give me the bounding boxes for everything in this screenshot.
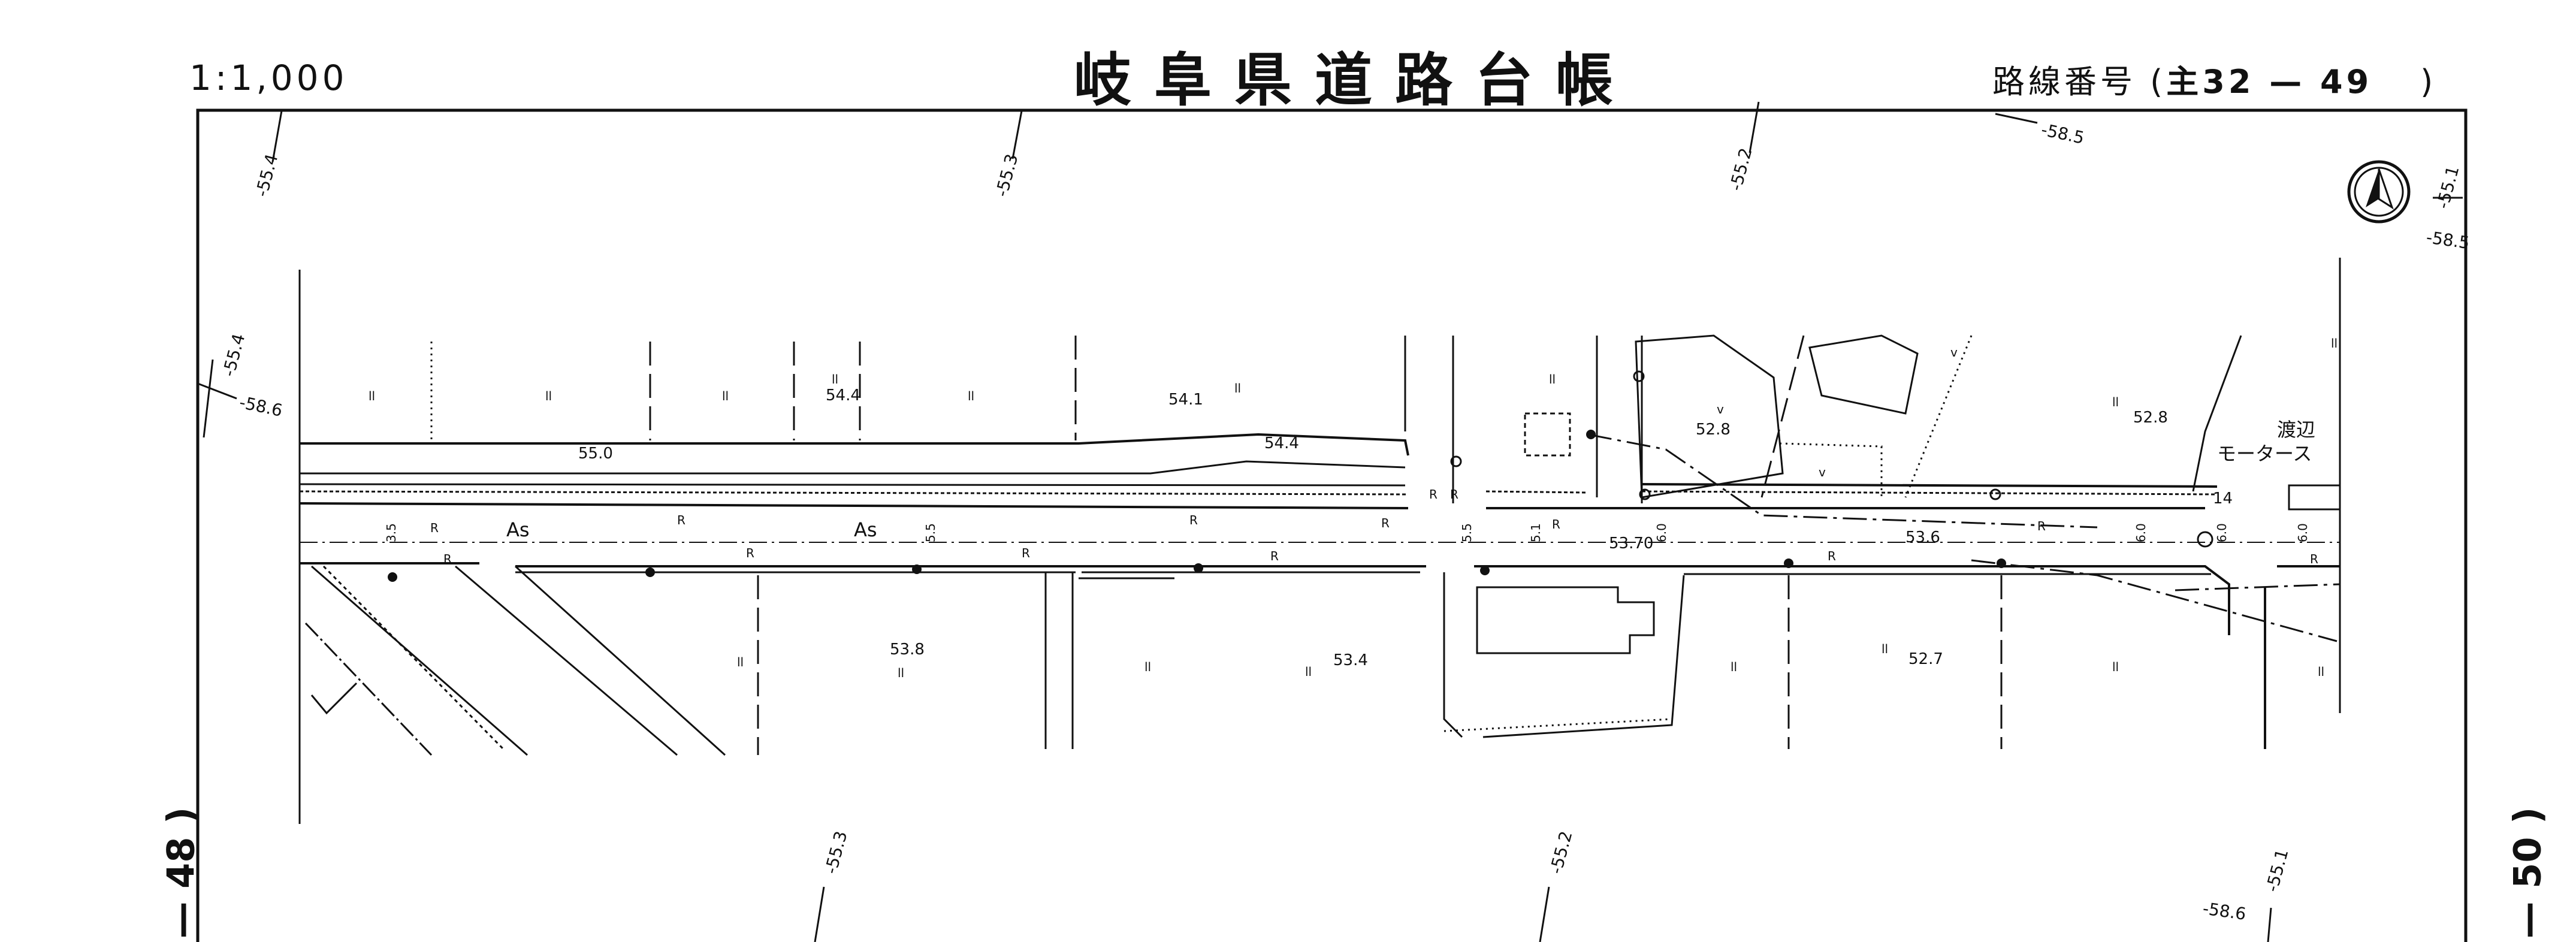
spot-height: 54.1 [1168,391,1203,409]
curb-mark: R [677,513,685,527]
dotted-boundaries [430,335,1973,732]
land-use-mark: v [1950,345,1958,360]
spot-height: 53.4 [1333,651,1368,669]
spot-height: 55.0 [578,445,613,463]
spot-height: 53.8 [890,641,925,659]
road-north-edges [299,433,2218,509]
road-width: 6.0 [1654,523,1669,542]
curb-mark: R [1381,516,1390,530]
map-scale: 1:1,000 [189,58,348,98]
land-use-mark: ll [722,389,729,403]
diagonal-ramps [304,565,726,756]
land-use-mark: ll [1234,381,1241,395]
spot-height: 54.4 [826,387,860,404]
contour-label: -55.2 [1726,146,1756,193]
land-use-mark: ll [1731,660,1737,674]
spot-height: 53.70 [1609,535,1653,552]
utility-points [388,430,2006,582]
spot-height: 52.8 [1696,421,1731,439]
parcel-boundaries [649,335,2003,755]
land-use-mark: ll [2112,660,2119,674]
land-use-mark: ll [2331,336,2338,351]
land-use-mark: v [1819,465,1826,479]
land-use-mark: ll [1549,372,1556,387]
land-use-mark: ll [369,389,375,403]
land-use-mark: ll [1144,660,1151,674]
land-use-mark: ll [1882,642,1888,656]
side-roads [1044,572,1685,749]
land-use-mark: ll [968,389,974,403]
contour-label: -55.4 [252,152,282,199]
route-number: 路線番号 (主32 — 49) [1992,55,2436,102]
road-width: 6.0 [2134,523,2148,542]
curb-mark: R [2037,519,2046,533]
route-open: ( [2150,63,2167,101]
land-use-mark: v [1717,402,1724,416]
land-use-mark: ll [2318,665,2324,679]
route-number-value: 主32 — 49 [2166,63,2373,101]
buildings [1476,334,2341,654]
contour-label: -55.4 [219,331,249,379]
contour-label: -55.2 [1546,829,1577,876]
contour-label: -58.5 [2040,120,2086,148]
contour-label: -55.1 [2262,847,2293,894]
map-frame [196,108,2468,942]
road-width: 5.5 [923,523,938,542]
road-width: 6.0 [2215,523,2229,542]
land-use-mark: ll [898,666,904,680]
curb-mark: R [2310,552,2318,566]
land-use-mark: ll [545,389,552,403]
boundary-dashdot [1587,433,2341,642]
pavement-label: As [854,518,877,541]
road-width: 3.5 [384,523,398,542]
land-use-mark: ll [1305,665,1312,679]
curb-mark: R [443,552,452,566]
marker-points [1450,370,2213,548]
contour-label: -55.3 [992,152,1022,199]
curb-mark: R [430,521,439,535]
curb-mark: R [1828,549,1836,563]
facility-name-line2: モータース [2217,442,2312,465]
spot-height: 52.8 [2133,409,2168,427]
land-use-mark: ll [737,655,744,669]
road-width: 5.5 [1460,523,1474,542]
road-width: 6.0 [2296,523,2310,542]
north-side-roads [1404,335,2242,503]
spot-height: 52.7 [1908,650,1943,668]
curb-mark: R [1189,513,1198,527]
contour-label: -55.1 [2433,164,2463,211]
curb-mark: R [1552,517,1560,532]
road-width: 5.1 [1529,523,1543,542]
route-close: ) [2420,63,2437,101]
curb-mark: R [1022,546,1030,560]
contour-label: -58.6 [2201,898,2247,924]
curb-mark: R [746,546,754,560]
road-south-edges [300,562,2340,749]
map-title: 岐阜県道路台帳 [1074,47,1636,114]
pavement-label: As [506,518,530,541]
spot-height: 54.4 [1264,434,1299,452]
curb-mark: R [1450,487,1458,502]
contour-lines [197,101,2463,942]
curb-mark: R [1429,487,1438,502]
contour-label: -58.5 [2425,227,2471,253]
facility-name-line1: 渡辺 [2277,418,2315,441]
north-arrow-icon [2347,160,2411,224]
spot-height: 53.6 [1905,529,1940,547]
land-use-mark: ll [832,372,838,387]
kilometer-post: 14 [2213,490,2233,508]
land-use-mark: ll [2112,395,2119,409]
contour-label: -58.6 [238,393,285,421]
route-number-label: 路線番号 [1992,63,2136,101]
contour-label: -55.3 [821,829,851,876]
curb-mark: R [1270,549,1279,563]
